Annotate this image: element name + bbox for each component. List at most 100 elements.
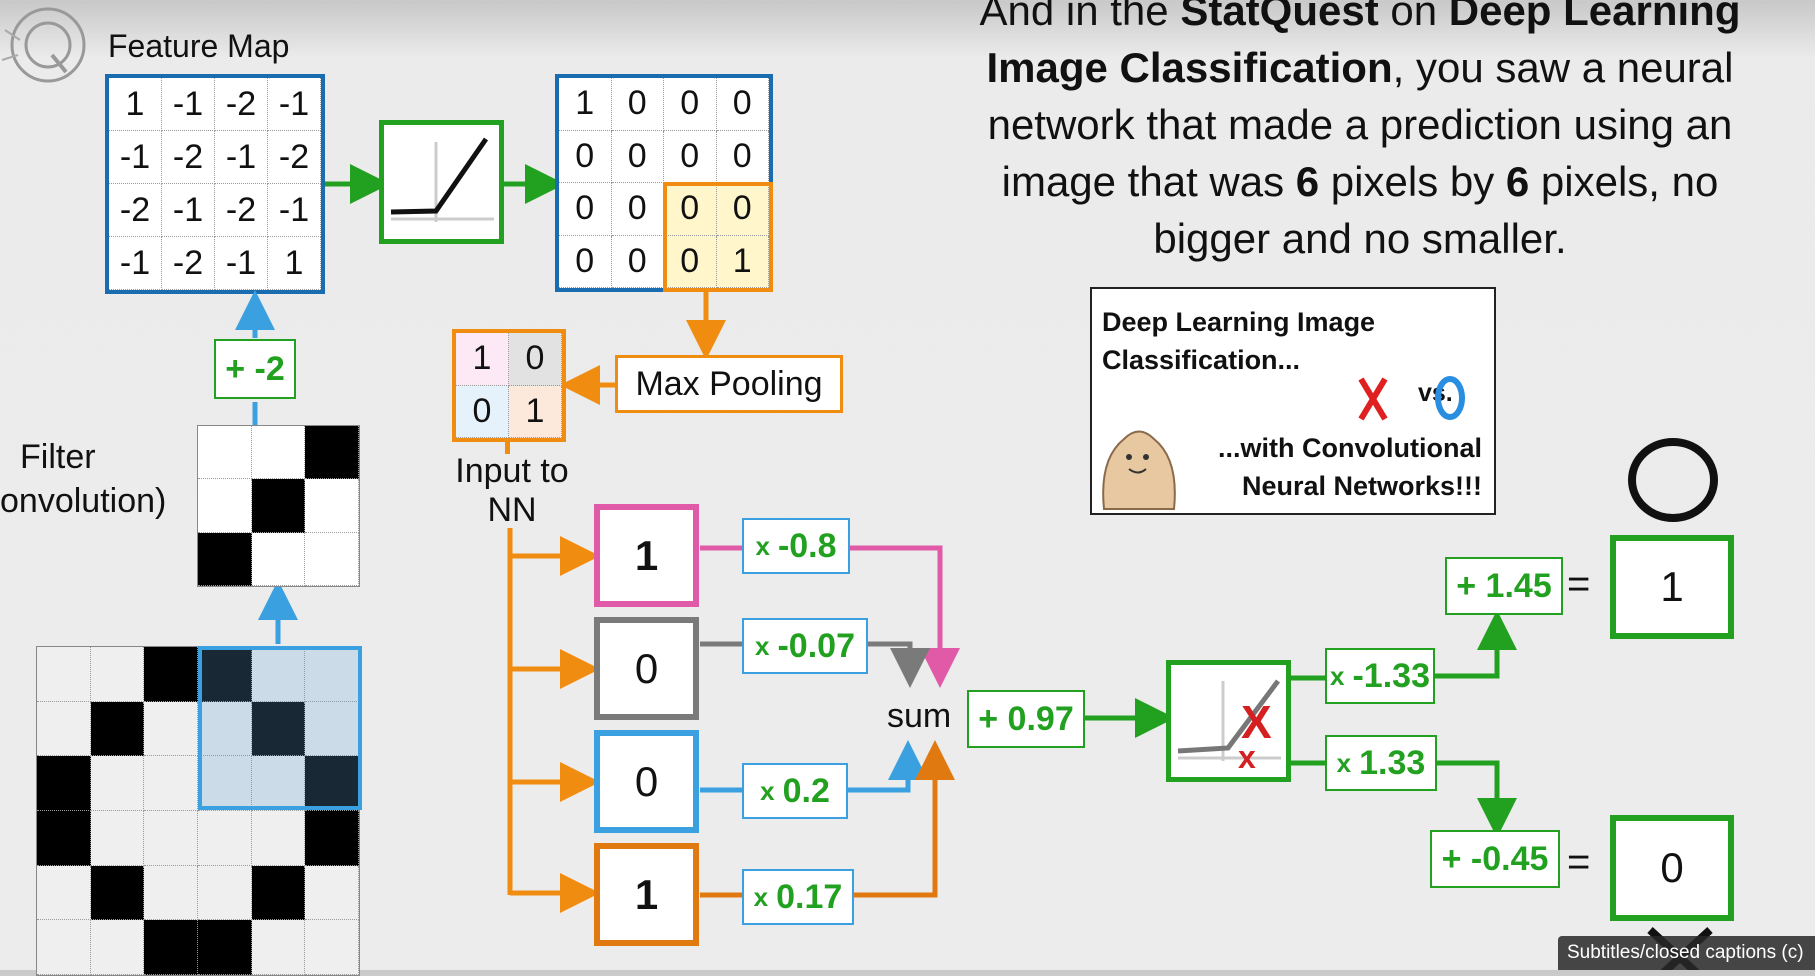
- img-pixel: [198, 920, 252, 975]
- img-pixel: [251, 756, 306, 811]
- img-pixel: [144, 647, 198, 702]
- img-pixel: [305, 811, 359, 866]
- captions-tooltip: Subtitles/closed captions (c): [1558, 936, 1815, 970]
- pooling-window-highlight: [663, 182, 773, 292]
- output-node-x: 0: [1610, 815, 1734, 921]
- ro-cell: 0: [664, 130, 717, 183]
- img-pixel: [37, 865, 91, 921]
- img-pixel: [37, 701, 91, 757]
- fm-cell: -2: [215, 78, 268, 131]
- img-pixel: [251, 920, 306, 975]
- img-pixel: [198, 756, 252, 811]
- slide-heading: And in the StatQuest on Deep Learning Im…: [979, 0, 1741, 262]
- fm-cell: -1: [268, 184, 321, 237]
- pooled-connector: [505, 442, 510, 454]
- activation-graph-icon: X x: [1177, 679, 1281, 775]
- filt-pixel: [251, 426, 306, 480]
- fm-cell: -2: [215, 184, 268, 237]
- ro-cell: 1: [716, 235, 769, 288]
- input-node-4: 1: [594, 843, 699, 946]
- ro-cell: 0: [716, 130, 769, 183]
- equals-sign-1: =: [1567, 562, 1591, 606]
- sum-label: sum: [887, 697, 952, 735]
- x-mark-icon: X: [1241, 696, 1272, 748]
- filt-pixel: [198, 532, 252, 586]
- img-pixel: [198, 811, 252, 866]
- img-pixel: [90, 701, 145, 757]
- output-bias-1: + 1.45: [1445, 557, 1563, 615]
- img-pixel: [90, 865, 145, 921]
- pool-cell: 1: [509, 385, 562, 438]
- ro-cell: 0: [559, 130, 612, 183]
- video-thumbnail-card[interactable]: Deep Learning Image Classification... vs…: [1090, 287, 1496, 515]
- weight-label-1: x-0.8: [742, 518, 850, 574]
- book-title: Deep Learning Image Classification...: [1102, 307, 1376, 375]
- filter-grid: [197, 425, 360, 587]
- fm-cell: -1: [215, 237, 268, 290]
- feature-map-title: Feature Map: [108, 28, 290, 64]
- fm-cell: -2: [268, 131, 321, 184]
- ro-cell: 0: [716, 78, 769, 131]
- img-pixel: [251, 865, 306, 921]
- fm-cell: 1: [109, 78, 162, 131]
- output-node-o: 1: [1610, 535, 1734, 639]
- ro-cell: 0: [664, 235, 717, 288]
- img-pixel: [90, 647, 145, 702]
- img-pixel: [90, 756, 145, 811]
- book-subtitle: ...with Convolutional Neural Networks!!!: [1218, 433, 1482, 501]
- img-pixel: [90, 920, 145, 975]
- img-pixel: [198, 701, 252, 757]
- filt-pixel: [305, 479, 359, 533]
- fm-cell: -2: [162, 237, 215, 290]
- ro-cell: 1: [559, 78, 612, 131]
- input-node-3: 0: [594, 730, 699, 833]
- ro-cell: 0: [559, 235, 612, 288]
- filt-pixel: [305, 532, 359, 586]
- weight-label-2: x-0.07: [742, 618, 868, 674]
- ro-cell: 0: [664, 78, 717, 131]
- img-pixel: [144, 920, 198, 975]
- pool-cell: 0: [456, 385, 509, 438]
- filter-window-highlight: [198, 646, 362, 810]
- fm-cell: -1: [268, 78, 321, 131]
- img-pixel: [90, 811, 145, 866]
- img-pixel: [251, 811, 306, 866]
- ro-cell: 0: [611, 130, 664, 183]
- img-pixel: [251, 647, 306, 702]
- pool-cell: 1: [456, 333, 509, 386]
- hidden-activation-box: X x: [1166, 660, 1291, 782]
- ro-cell: 0: [611, 183, 664, 236]
- img-pixel: [144, 756, 198, 811]
- red-x-icon: [1358, 377, 1388, 421]
- ro-cell: 0: [559, 183, 612, 236]
- sum-bias-label: + 0.97: [967, 690, 1085, 748]
- img-pixel: [37, 811, 91, 866]
- filter-bias-label: + -2: [214, 339, 296, 399]
- ro-cell: 0: [611, 78, 664, 131]
- blue-o-icon: [1435, 376, 1465, 420]
- fm-cell: -1: [162, 184, 215, 237]
- input-node-2: 0: [594, 617, 699, 720]
- img-pixel: [144, 701, 198, 757]
- filter-label-convolution: onvolution): [0, 482, 167, 520]
- fm-cell: -2: [109, 184, 162, 237]
- img-pixel: [305, 920, 359, 975]
- img-pixel: [251, 701, 306, 757]
- filter-label: Filter: [20, 438, 96, 476]
- equals-sign-2: =: [1567, 840, 1591, 884]
- img-pixel: [144, 811, 198, 866]
- fm-cell: 1: [268, 237, 321, 290]
- relu-graph-icon: [390, 137, 494, 222]
- input-to-nn-label: Input to NN: [455, 452, 569, 529]
- fm-cell: -1: [109, 131, 162, 184]
- relu-activation-box: [379, 120, 504, 244]
- ro-cell: 0: [611, 235, 664, 288]
- filt-pixel: [251, 479, 306, 533]
- img-pixel: [37, 920, 91, 975]
- filt-pixel: [198, 426, 252, 480]
- fm-cell: -1: [215, 131, 268, 184]
